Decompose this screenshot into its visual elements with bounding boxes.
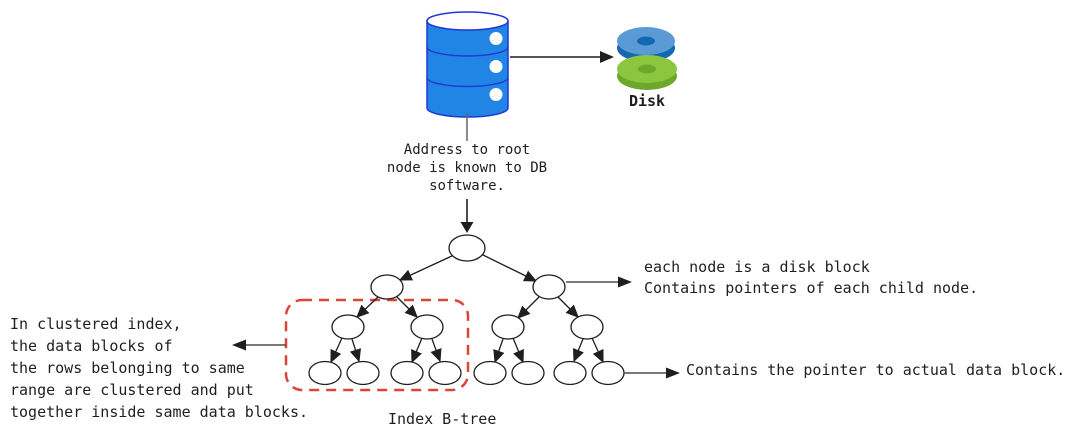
internal-node [331, 314, 365, 340]
database-dot-1 [489, 32, 503, 45]
arrowhead [460, 222, 474, 233]
database-dot-2 [489, 60, 503, 73]
disk-platters-icon [617, 27, 677, 90]
leaf-node [390, 360, 424, 386]
database-divider-2 [426, 77, 509, 88]
arrowhead [232, 339, 246, 351]
arrowhead [600, 51, 614, 63]
address-to-root-arrow [460, 199, 474, 233]
disk-label: Disk [628, 92, 666, 110]
internal-node [491, 314, 525, 340]
leaf-note-arrow [624, 367, 680, 379]
leaf-node [473, 360, 507, 386]
db-to-disk-arrow [510, 51, 614, 63]
database-dot-3 [489, 88, 503, 101]
btree [308, 234, 625, 386]
tree-nodes [308, 234, 625, 386]
clustered-index-note: In clustered index, the data blocks of t… [10, 315, 309, 421]
arrowhead [666, 367, 680, 379]
address-note: Address to root node is known to DB soft… [386, 142, 548, 194]
leaf-node [511, 360, 545, 386]
leaf-node [553, 360, 587, 386]
cluster-note-arrow [232, 339, 286, 351]
node-note-arrow [566, 276, 632, 288]
leaf-node [346, 360, 380, 386]
database-top-ellipse [426, 11, 509, 31]
green-platter-hole [638, 64, 656, 74]
database-cylinder-icon [426, 11, 509, 118]
internal-node [370, 274, 404, 300]
database-divider-1 [426, 46, 509, 57]
database-bottom [427, 108, 508, 117]
leaf-node [308, 360, 342, 386]
leaf-node [428, 360, 462, 386]
internal-node [532, 274, 566, 300]
arrowhead [618, 276, 632, 288]
internal-node [570, 314, 604, 340]
node-block-note: each node is a disk block Contains point… [644, 258, 979, 297]
root-node [448, 234, 486, 262]
tree-edges [330, 253, 604, 364]
blue-platter-hole [637, 36, 655, 46]
leaf-node [591, 360, 625, 386]
diagram-caption: Index B-tree [388, 410, 497, 428]
internal-node [410, 314, 444, 340]
leaf-pointer-note: Contains the pointer to actual data bloc… [686, 361, 1066, 379]
